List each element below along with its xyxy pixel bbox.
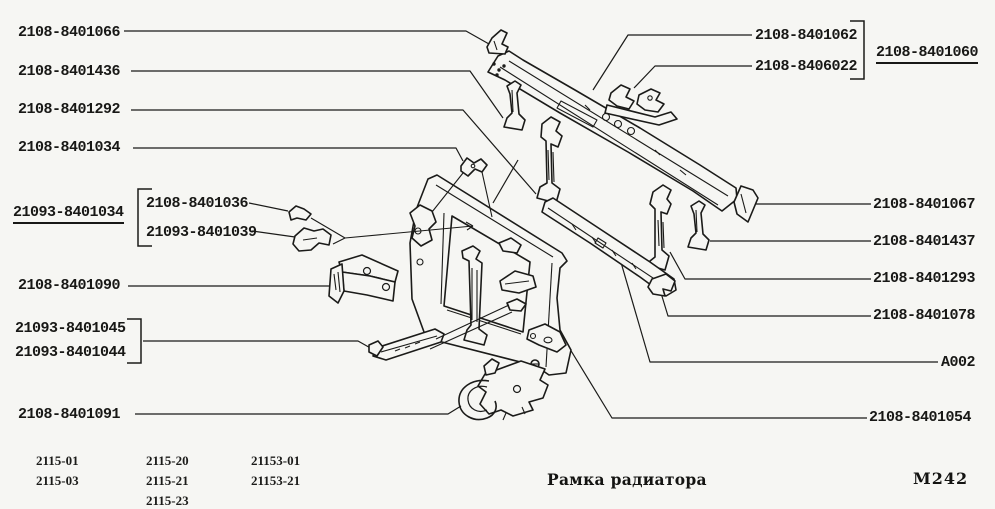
leader-8401292 [131,109,537,195]
part-bracket-090 [328,254,399,304]
leader-8401062 [592,34,752,91]
part-clip-039 [292,217,474,252]
part-rail-045 [368,304,513,361]
part-label-21093-8401034: 21093-8401034 [13,204,124,224]
leader-8401034 [133,147,464,162]
bracket-062-6022 [850,20,865,80]
part-pillar-292 [536,116,563,204]
part-top-crossmember [487,50,738,212]
leader-lines [124,30,938,419]
part-label-8401062: 2108-8401062 [755,27,858,44]
frame-rail-hook [498,237,522,254]
part-clip-036 [288,205,312,221]
part-clamp-6022 [604,84,678,126]
parts [288,29,759,421]
part-label-8401292: 2108-8401292 [18,101,121,118]
part-label-8401034: 2108-8401034 [18,139,121,156]
attach-line-panel [492,159,519,204]
part-label-8401293: 2108-8401293 [873,270,976,287]
model-code: 2115-23 [146,493,189,508]
part-pillar-436 [503,80,526,131]
leader-8401054 [558,330,867,419]
part-label-8401437: 2108-8401437 [873,233,976,250]
bracket-036-039 [137,188,152,247]
part-plate-067 [733,185,759,223]
part-label-8401067: 2108-8401067 [873,196,976,213]
part-label-21093-8401044: 21093-8401044 [15,344,126,361]
part-label-a002: A002 [941,354,976,371]
leader-a002 [619,258,938,363]
part-clamp-034 [431,157,493,218]
leader-8401036 [248,202,289,212]
model-code: 2115-01 [36,453,79,468]
bracket-045-044 [127,318,142,364]
model-code: 21153-01 [251,453,301,468]
leader-8401039 [251,230,296,238]
part-pillar-293 [645,184,672,278]
model-column-3: 21153-01 21153-21 [251,451,300,491]
part-lower-crossmember [541,197,677,297]
part-label-8406022: 2108-8406022 [755,58,858,75]
part-label-8401054: 2108-8401054 [869,409,972,426]
frame-foot [526,323,567,353]
leader-8406022 [633,65,752,89]
part-label-8401090: 2108-8401090 [18,277,121,294]
part-label-21093-8401039: 21093-8401039 [146,224,257,241]
part-label-8401060: 2108-8401060 [876,44,979,64]
model-code: 2115-21 [146,473,189,488]
part-label-8401066: 2108-8401066 [18,24,121,41]
leader-8401091 [135,405,462,415]
part-pillar-437 [687,200,710,251]
leader-8401078 [660,292,871,317]
frame-center-pillar [461,245,488,346]
leader-8401293 [669,251,871,280]
sheet-code: M242 [913,469,969,488]
label-brackets [127,20,865,364]
part-corner-bracket [486,29,509,55]
frame-clip [506,298,527,312]
leader-8401436 [131,70,504,119]
part-label-8401091: 2108-8401091 [18,406,121,423]
part-label-8401036: 2108-8401036 [146,195,249,212]
model-code: 21153-21 [251,473,301,488]
model-code: 2115-20 [146,453,189,468]
leader-8401045 [143,340,375,351]
part-latch-091 [458,358,549,421]
model-column-1: 2115-01 2115-03 [36,451,79,491]
model-column-2: 2115-20 2115-21 2115-23 [146,451,189,509]
part-label-8401436: 2108-8401436 [18,63,121,80]
part-radiator-frame [409,174,572,376]
panel-slot [556,100,598,128]
leader-8401066 [124,30,490,45]
figure-caption: Рамка радиатора [547,470,707,489]
part-label-8401078: 2108-8401078 [873,307,976,324]
part-foot-078 [647,273,676,297]
model-code: 2115-03 [36,473,79,488]
part-label-21093-8401045: 21093-8401045 [15,320,126,337]
